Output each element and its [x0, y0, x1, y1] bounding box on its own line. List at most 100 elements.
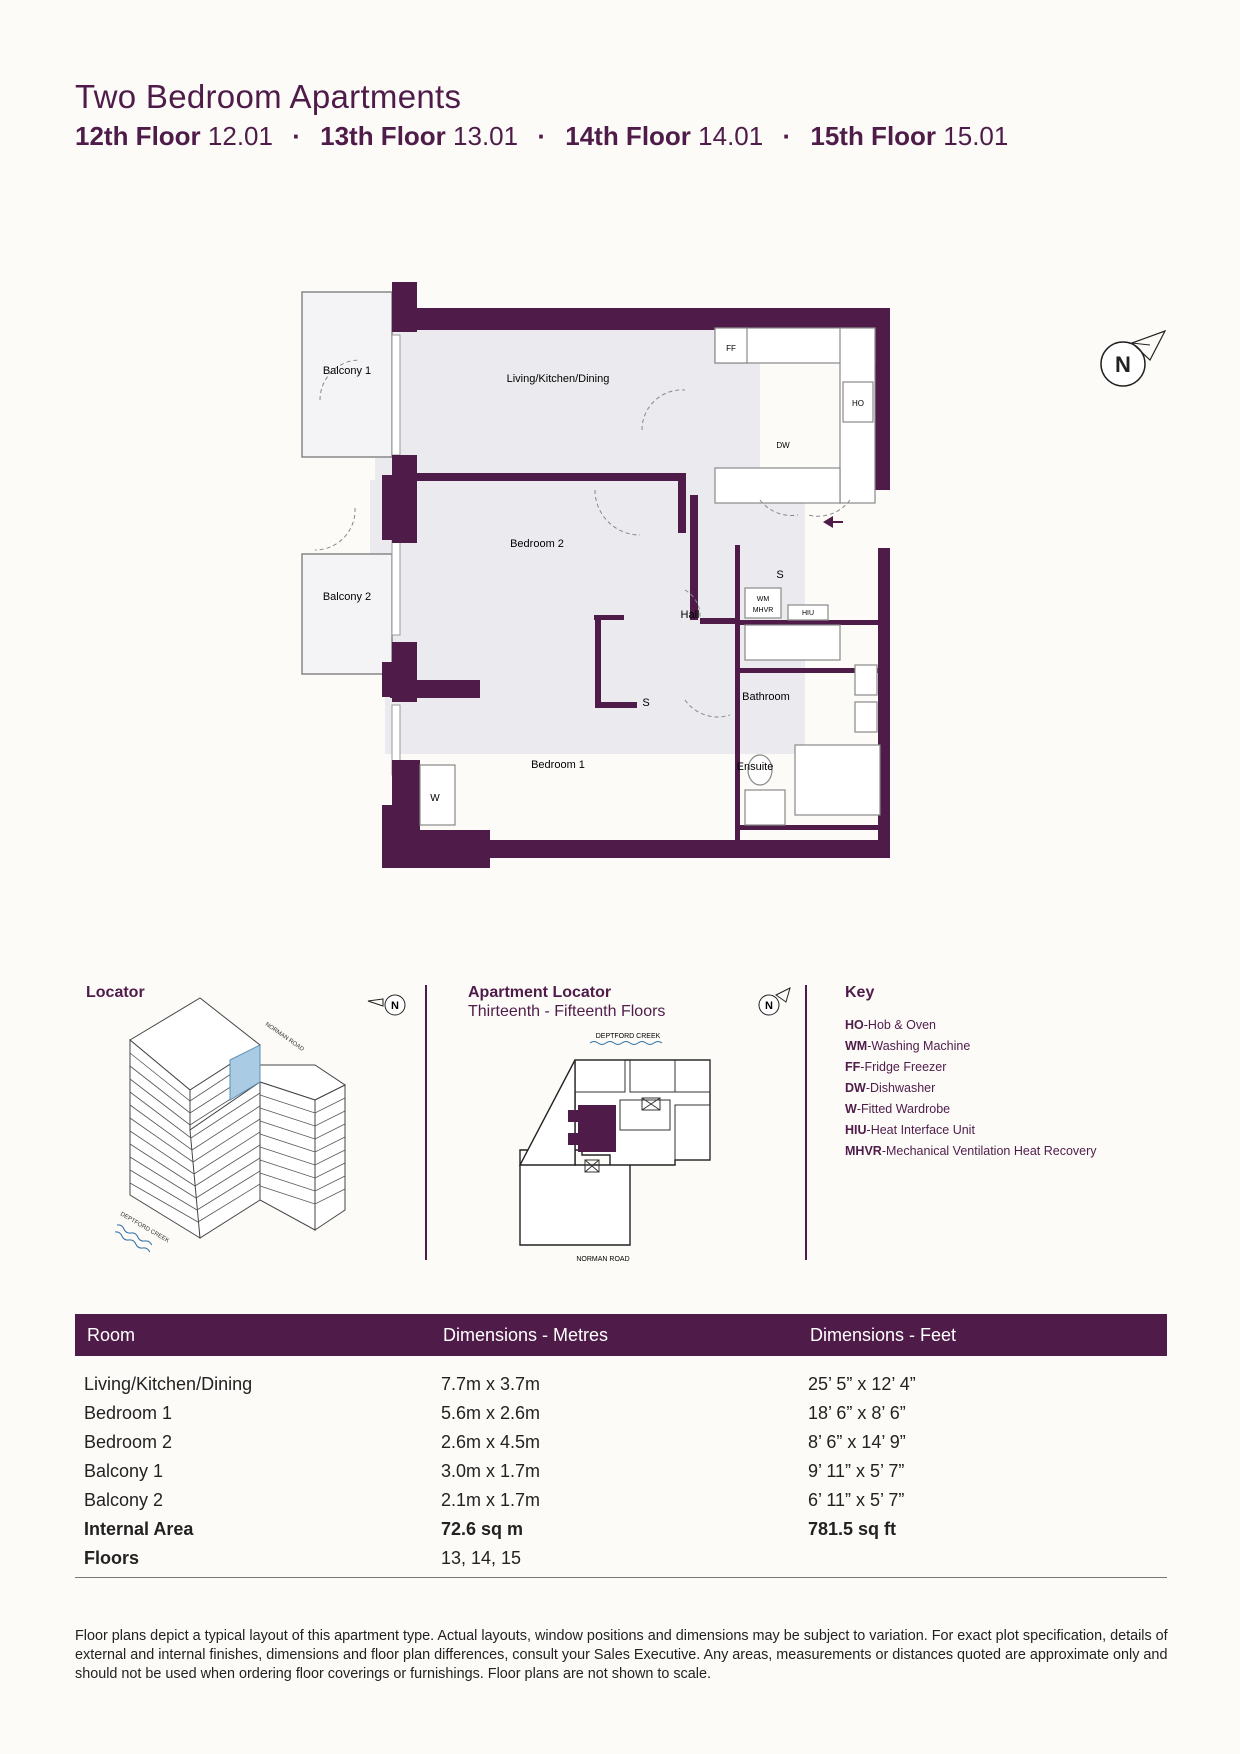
column-header: Room [87, 1325, 136, 1345]
north-label: N [765, 1000, 773, 1012]
walls [382, 282, 890, 868]
room-label-hall: Hall [681, 609, 700, 621]
room-label-store: S [776, 569, 783, 581]
balcony-2 [301, 553, 393, 675]
key-title: Key [845, 984, 875, 1001]
apartment-locator-title: Apartment Locator [468, 984, 612, 1001]
apartment-locator-compass: N [758, 987, 791, 1016]
fixture-hiu: HIU [802, 610, 814, 617]
room-cell: Balcony 1 [84, 1461, 164, 1481]
room-label-living: Living/Kitchen/Dining [507, 373, 610, 385]
key-item: MHVR-Mechanical Ventilation Heat Recover… [845, 1144, 1097, 1158]
table-row: Balcony 2 2.1m x 1.7m 6’ 11” x 5’ 7” [75, 1486, 1167, 1515]
door-swings [314, 359, 851, 718]
fixture-wm: WM [757, 596, 770, 603]
room-label-bedroom-1: Bedroom 1 [531, 759, 585, 771]
floor-lines [129, 1052, 346, 1223]
entrance-arrow [823, 516, 843, 528]
balcony-marker [568, 1133, 578, 1145]
separator: · [782, 121, 792, 151]
unit-number: 14.01 [698, 121, 764, 151]
locator-compass: N [367, 994, 406, 1016]
key-item: W-Fitted Wardrobe [845, 1102, 951, 1116]
locator-title: Locator [86, 984, 145, 1001]
table-row: Living/Kitchen/Dining 7.7m x 3.7m 25’ 5”… [75, 1370, 1167, 1399]
room-cell: Floors [84, 1548, 140, 1568]
separator: · [537, 121, 547, 151]
wardrobe [419, 764, 456, 826]
unit-number: 15.01 [943, 121, 1009, 151]
fixture-w: W [430, 793, 440, 804]
room-cell: Balcony 2 [84, 1490, 164, 1510]
north-arrow-icon [775, 987, 791, 1003]
room-label-bedroom-2: Bedroom 2 [510, 538, 564, 550]
floor-plan: FF HO DW WM MHVR HIU W Balcony 1 Living/… [301, 282, 890, 868]
room-label-store: S [642, 697, 649, 709]
room-cell: Living/Kitchen/Dining [84, 1374, 253, 1394]
floor-label: 15th Floor [810, 121, 937, 151]
room-label-bathroom: Bathroom [742, 691, 790, 703]
north-arrow-icon [367, 998, 384, 1007]
table-rule [75, 1577, 1167, 1578]
room-cell: Bedroom 1 [84, 1403, 173, 1423]
room-label-balcony-2: Balcony 2 [323, 591, 371, 603]
unit-number: 12.01 [207, 121, 273, 151]
metres-cell: 7.7m x 3.7m [441, 1374, 541, 1394]
fixture-ff: FF [726, 344, 736, 353]
key-list: HO-Hob & Oven WM-Washing Machine FF-Frid… [845, 1015, 1097, 1162]
apartment-highlight [578, 1105, 616, 1152]
separator: · [292, 121, 301, 151]
metres-cell: 2.1m x 1.7m [441, 1490, 541, 1510]
creek-label: DEPTFORD CREEK [119, 1212, 170, 1245]
table-row: Balcony 1 3.0m x 1.7m 9’ 11” x 5’ 7” [75, 1457, 1167, 1486]
apartment-locator-subtitle: Thirteenth - Fifteenth Floors [468, 1003, 666, 1020]
table-row: Bedroom 2 2.6m x 4.5m 8’ 6” x 14’ 9” [75, 1428, 1167, 1457]
road-label: NORMAN ROAD [264, 1022, 305, 1053]
locator-building: NORMAN ROAD DEPTFORD CREEK [115, 997, 346, 1253]
metres-cell: 13, 14, 15 [441, 1548, 522, 1568]
room-cell: Internal Area [84, 1519, 194, 1539]
creek-label: DEPTFORD CREEK [596, 1033, 661, 1040]
feet-cell: 9’ 11” x 5’ 7” [808, 1461, 905, 1481]
feet-cell: 8’ 6” x 14’ 9” [808, 1432, 906, 1452]
page-title: Two Bedroom Apartments [75, 78, 462, 115]
road-label: NORMAN ROAD [576, 1256, 629, 1263]
column-header: Dimensions - Feet [810, 1325, 957, 1345]
key-item: HIU-Heat Interface Unit [845, 1123, 975, 1137]
floor-label: 13th Floor [320, 121, 446, 151]
room-label-ensuite: Ensuite [737, 761, 774, 773]
room-label-balcony-1: Balcony 1 [323, 365, 371, 377]
key-item: WM-Washing Machine [845, 1039, 971, 1053]
utility-units [744, 587, 829, 621]
water-icon [116, 1224, 153, 1246]
key-item: HO-Hob & Oven [845, 1018, 937, 1032]
window [391, 334, 401, 456]
floor-area [370, 328, 805, 754]
feet-cell: 25’ 5” x 12’ 4” [808, 1374, 916, 1394]
feet-cell: 6’ 11” x 5’ 7” [808, 1490, 905, 1510]
north-arrow-icon [1130, 329, 1167, 361]
feet-cell: 781.5 sq ft [808, 1519, 897, 1539]
table-row-internal-area: Internal Area 72.6 sq m 781.5 sq ft [75, 1515, 1167, 1544]
table-row-floors: Floors 13, 14, 15 [75, 1544, 1167, 1573]
feet-cell: 18’ 6” x 8’ 6” [808, 1403, 906, 1423]
key-item: FF-Fridge Freezer [845, 1060, 947, 1074]
window [391, 534, 401, 636]
metres-cell: 5.6m x 2.6m [441, 1403, 541, 1423]
water-icon [589, 1041, 663, 1045]
apartment-highlight [229, 1044, 261, 1101]
divider [425, 985, 427, 1260]
floor-label: 14th Floor [565, 121, 691, 151]
bathroom-fixtures [744, 624, 881, 826]
floor-label: 12th Floor [75, 121, 201, 151]
dimensions-table: Living/Kitchen/Dining 7.7m x 3.7m 25’ 5”… [75, 1370, 1167, 1573]
column-header: Dimensions - Metres [443, 1325, 609, 1345]
apartment-locator-plan: DEPTFORD CREEK NORMAN ROAD [518, 1033, 711, 1263]
north-compass: N [1100, 329, 1167, 387]
table-row: Bedroom 1 5.6m x 2.6m 18’ 6” x 8’ 6” [75, 1399, 1167, 1428]
fixture-mhvr: MHVR [753, 607, 774, 614]
kitchen-units [714, 327, 876, 504]
metres-cell: 3.0m x 1.7m [441, 1461, 541, 1481]
balcony-marker [568, 1110, 578, 1122]
floor-list: 12th Floor 12.01 · 13th Floor 13.01 · 14… [75, 121, 1008, 152]
